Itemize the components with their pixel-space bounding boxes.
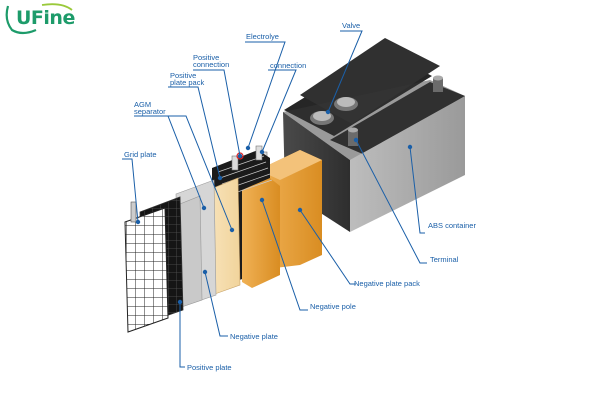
- leader-dots: [135, 109, 413, 305]
- logo-swoosh-icon: [5, 3, 73, 35]
- logo-text: UFine: [16, 7, 75, 29]
- leader-valve: [327, 30, 363, 113]
- label-negative-plate-pack: Negative plate pack: [354, 279, 420, 288]
- label-positive-connection-1: Positive: [193, 53, 220, 62]
- label-terminal: Terminal: [430, 255, 459, 264]
- label-grid-plate: Grid plate: [124, 150, 157, 159]
- label-positive-plate-pack-1: Positive: [170, 71, 197, 80]
- leader-terminal: [355, 139, 427, 264]
- label-positive-plate-pack-2: plate pack: [170, 78, 205, 87]
- label-negative-pole: Negative pole: [310, 302, 356, 311]
- label-negative-plate: Negative plate: [230, 332, 278, 341]
- ufine-logo: UFine: [2, 2, 75, 36]
- label-positive-plate: Positive plate: [187, 363, 232, 372]
- label-valve: Valve: [342, 21, 361, 30]
- label-positive-connection-2: connection: [193, 60, 230, 69]
- terminal: [348, 75, 443, 146]
- leader-positive-plate-pack: [168, 86, 221, 179]
- valve: [310, 97, 358, 125]
- leader-electrolyte: [245, 41, 286, 149]
- leader-negative-pole: [261, 199, 308, 311]
- label-agm-separator-2: separator: [134, 107, 166, 116]
- leader-connection: [261, 69, 297, 153]
- leader-positive-plate: [179, 302, 185, 368]
- grid-plate-sheet: [124, 201, 169, 333]
- leader-negative-plate: [204, 271, 228, 337]
- label-connection: connection: [270, 61, 307, 70]
- label-abs-container: ABS container: [428, 221, 476, 230]
- leader-positive-connection: [193, 69, 241, 157]
- leader-grid-plate: [122, 158, 139, 223]
- label-agm-separator-1: AGM: [134, 100, 152, 109]
- leader-lines: [122, 30, 427, 368]
- leader-abs-container: [409, 146, 425, 234]
- abs-container: [283, 38, 465, 232]
- label-electrolyte: Electrolye: [246, 32, 279, 41]
- leader-agm-separator-2: [168, 115, 233, 231]
- leader-negative-plate-pack: [299, 209, 356, 285]
